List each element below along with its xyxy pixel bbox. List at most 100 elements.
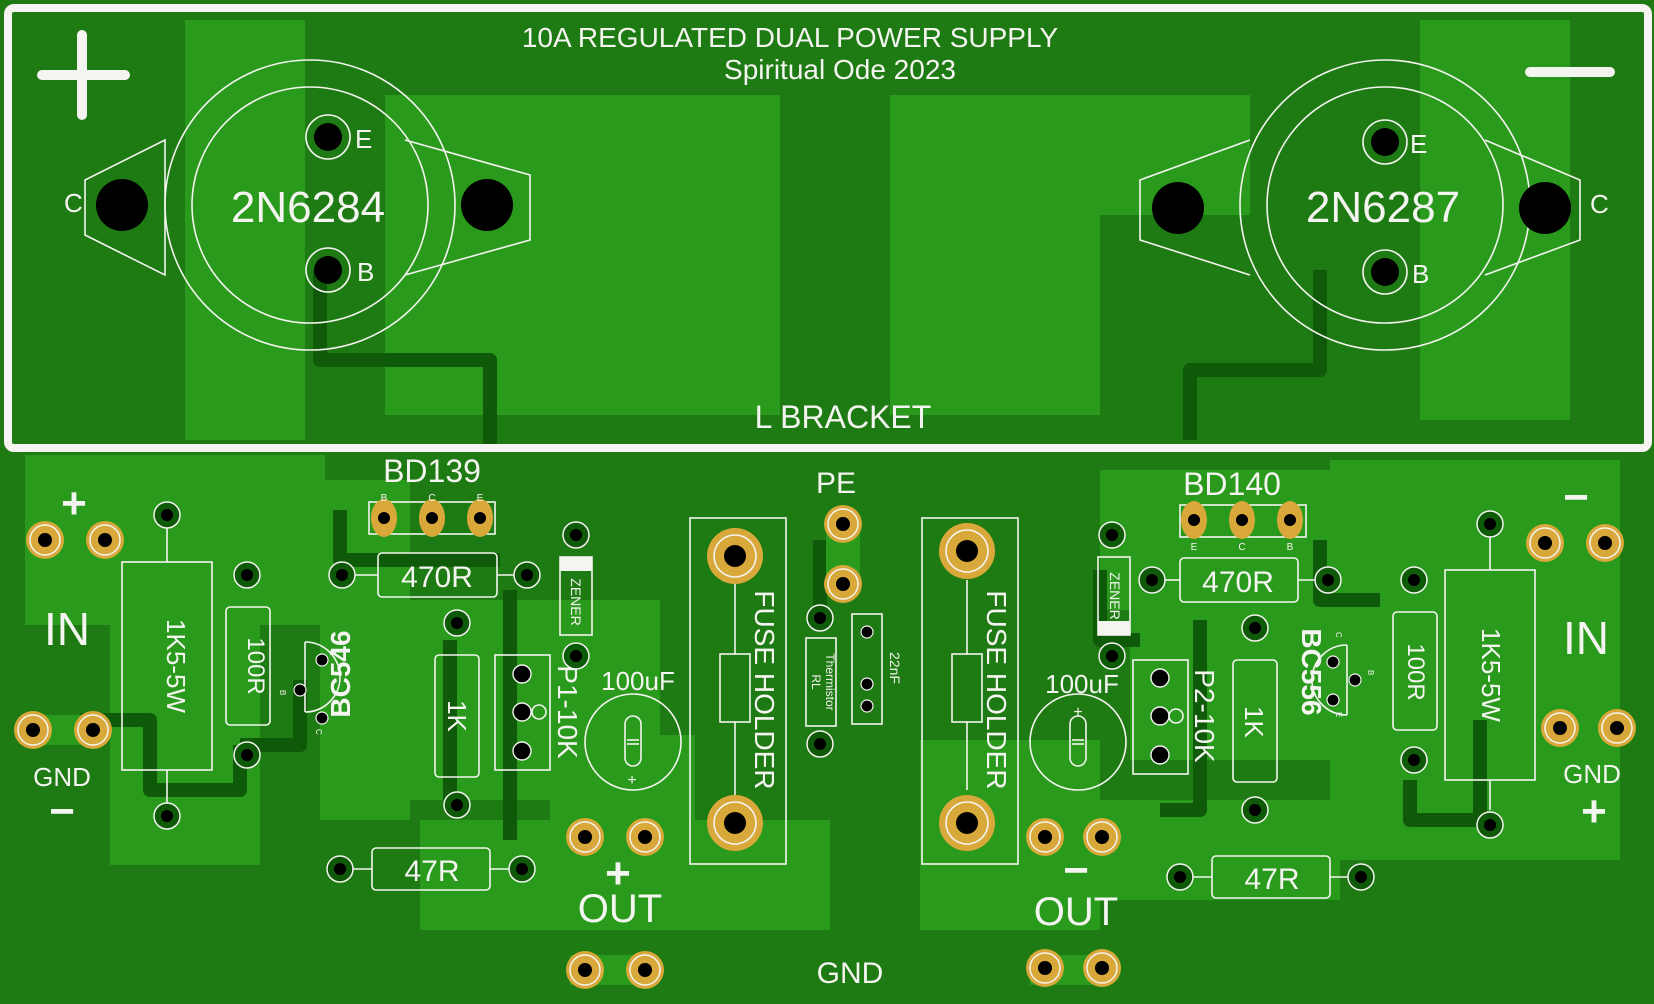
- trimmer-p1-label: P1-10K: [552, 665, 583, 759]
- resistor-1k5-right: 1K5-5W: [1444, 510, 1536, 839]
- gnd-label-right: GND: [1563, 759, 1621, 789]
- bc546-pin-b: B: [278, 690, 287, 695]
- gnd-bottom-right-connector[interactable]: [1025, 948, 1122, 988]
- bc556-pin-b: B: [1366, 670, 1375, 675]
- pin-b-label: B: [357, 257, 374, 287]
- bd140-pin-b: B: [1287, 542, 1294, 553]
- resistor-470r-right-label: 470R: [1202, 566, 1274, 599]
- thermistor-label-1: Thermistor: [823, 653, 837, 710]
- resistor-100r-right: 100R: [1392, 566, 1438, 774]
- capacitor-100uf-left: 100uF +: [584, 666, 682, 791]
- input-plus-label-right: +: [1581, 787, 1607, 836]
- transistor-2n6287-label: 2N6287: [1306, 183, 1460, 232]
- transistor-bc546-label: BC546: [325, 630, 356, 717]
- transistor-2n6284: 2N6284 E B C: [64, 59, 531, 351]
- output-negative-connector[interactable]: [1025, 817, 1122, 857]
- zener-left-label: ZENER: [568, 578, 584, 625]
- gnd-label-bottom: GND: [817, 957, 884, 990]
- resistor-47r-left-label: 47R: [404, 855, 459, 888]
- transistor-bc556: C B E BC556: [1296, 628, 1375, 717]
- thermistor-label-2: RL: [809, 674, 823, 690]
- bd139-pin-c: C: [428, 493, 435, 504]
- resistor-1k-right: 1K: [1232, 614, 1278, 824]
- fuse-holder-right-label: FUSE HOLDER: [981, 590, 1012, 789]
- capacitor-22nf-label: 22nF: [887, 652, 903, 684]
- transistor-bc556-label: BC556: [1296, 628, 1327, 715]
- transistor-2n6287: 2N6287 E B C: [1139, 59, 1609, 351]
- fuse-holder-left-label: FUSE HOLDER: [749, 590, 780, 789]
- resistor-100r-left-label: 100R: [242, 637, 269, 694]
- thermistor: Thermistor RL: [805, 604, 837, 758]
- output-label-left: OUT: [578, 887, 662, 931]
- resistor-47r-right-label: 47R: [1244, 863, 1299, 896]
- resistor-47r-right: 47R: [1166, 855, 1375, 899]
- transistor-bc546: E B C BC546: [278, 630, 356, 735]
- trimmer-p1: P1-10K: [494, 654, 583, 771]
- input-positive-connector[interactable]: [25, 520, 125, 560]
- bc556-pin-c: C: [1334, 632, 1343, 638]
- bc546-pin-e: E: [328, 650, 337, 655]
- pin-c-label: C: [64, 188, 83, 218]
- zener-left: ZENER: [559, 521, 593, 670]
- pin-b-label: B: [1412, 259, 1429, 289]
- input-label-right: IN: [1563, 612, 1609, 664]
- input-plus-label: +: [61, 479, 87, 528]
- fuse-holder-left: FUSE HOLDER: [689, 517, 787, 865]
- output-positive-connector[interactable]: [565, 817, 665, 857]
- resistor-470r-right: 470R: [1138, 557, 1342, 603]
- zener-right: ZENER: [1097, 521, 1131, 670]
- driver-bd140: BD140 E C B: [1179, 466, 1307, 553]
- input-gnd-connector-left[interactable]: [13, 710, 113, 750]
- capacitor-100uf-left-label: 100uF: [601, 666, 675, 696]
- resistor-1k5-right-label: 1K5-5W: [1476, 628, 1506, 722]
- pin-e-label: E: [1410, 129, 1427, 159]
- input-gnd-connector-right[interactable]: [1540, 708, 1637, 748]
- board-subtitle: Spiritual Ode 2023: [724, 54, 956, 85]
- resistor-1k-left-label: 1K: [442, 700, 472, 732]
- driver-bd139: BD139 B C E: [368, 453, 496, 537]
- resistor-1k-left: 1K: [434, 609, 480, 819]
- driver-bd139-label: BD139: [383, 453, 481, 489]
- capacitor-right-plus: +: [1073, 704, 1082, 721]
- bd139-pin-e: E: [477, 493, 484, 504]
- input-minus-label-right: −: [1563, 473, 1589, 522]
- traces: [80, 270, 1487, 840]
- resistor-470r-left: 470R: [328, 552, 541, 598]
- pe-connector[interactable]: [823, 504, 863, 604]
- plus-icon: [37, 30, 130, 120]
- l-bracket-label: L BRACKET: [755, 399, 932, 435]
- gnd-bottom-left-connector[interactable]: [565, 950, 665, 990]
- input-negative-connector[interactable]: [1525, 523, 1625, 563]
- trimmer-p2: P2-10K: [1132, 659, 1220, 775]
- resistor-1k5-left-label: 1K5-5W: [161, 619, 191, 713]
- resistor-470r-left-label: 470R: [401, 561, 473, 594]
- trimmer-p2-label: P2-10K: [1189, 669, 1220, 763]
- capacitor-left-plus: +: [627, 772, 636, 789]
- capacitor-22nf: 22nF: [851, 613, 903, 725]
- gnd-label-left: GND: [33, 762, 91, 792]
- resistor-47r-left: 47R: [326, 847, 536, 891]
- l-bracket-outline: [4, 4, 1652, 452]
- resistor-1k-right-label: 1K: [1239, 706, 1269, 738]
- driver-bd140-label: BD140: [1183, 466, 1281, 502]
- bd140-pin-e: E: [1191, 542, 1198, 553]
- driver-bd140-pads: [1181, 501, 1303, 539]
- bc546-pin-c: C: [314, 729, 323, 735]
- output-plus-label: +: [605, 849, 631, 898]
- pin-c-label: C: [1590, 189, 1609, 219]
- output-label-right: OUT: [1034, 890, 1118, 934]
- fuse-holder-right: FUSE HOLDER: [921, 517, 1019, 865]
- bd139-pin-b: B: [381, 493, 388, 504]
- capacitor-100uf-right: 100uF +: [1029, 669, 1127, 791]
- capacitor-100uf-right-label: 100uF: [1045, 669, 1119, 699]
- transistor-2n6284-label: 2N6284: [231, 183, 385, 232]
- output-minus-label: −: [1063, 846, 1089, 895]
- input-minus-label: −: [49, 787, 75, 836]
- driver-bd139-pads: [371, 499, 493, 537]
- resistor-100r-right-label: 100R: [1402, 643, 1429, 700]
- resistor-1k5-left: 1K5-5W: [121, 501, 213, 830]
- board-title: 10A REGULATED DUAL POWER SUPPLY: [522, 22, 1059, 53]
- bc556-pin-e: E: [1334, 712, 1343, 717]
- resistor-100r-left: 100R: [225, 561, 271, 769]
